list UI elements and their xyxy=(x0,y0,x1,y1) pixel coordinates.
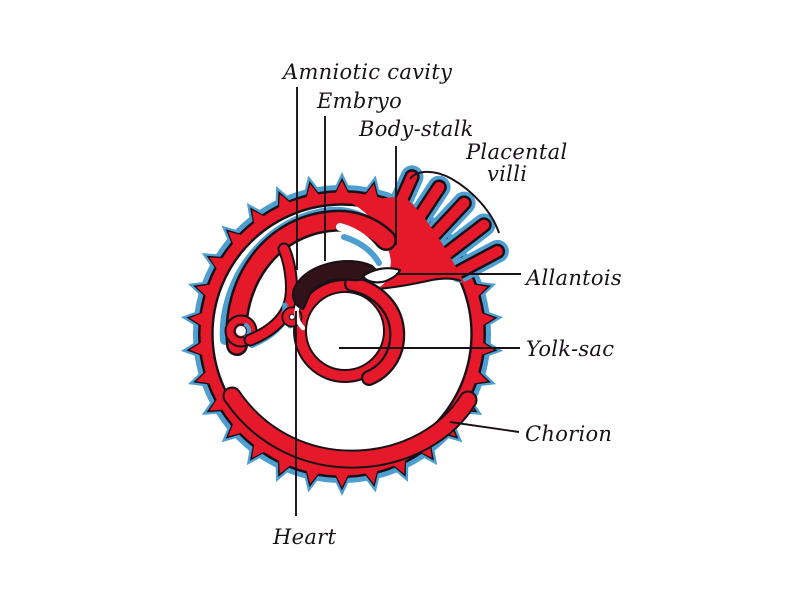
yolk-sac-group xyxy=(293,276,406,386)
yolk-sac-right-thick-wall xyxy=(346,278,403,384)
heart-lumen xyxy=(289,314,295,320)
label-villi: villi xyxy=(487,162,527,186)
label-chorion: Chorion xyxy=(525,422,612,446)
embryo-body xyxy=(291,260,379,311)
label-heart: Heart xyxy=(272,525,336,549)
heart-cleft xyxy=(294,302,306,331)
leader-lines xyxy=(295,87,521,516)
body-stalk-mass xyxy=(349,196,467,289)
label-yolk-sac: Yolk-sac xyxy=(526,337,614,361)
chorion-leader xyxy=(449,421,520,433)
inner-leaf xyxy=(245,244,297,345)
amnion-band xyxy=(227,212,395,354)
labels: Amniotic cavity Embryo Body-stalk Placen… xyxy=(272,60,622,549)
label-amniotic-cavity: Amniotic cavity xyxy=(281,60,453,84)
placental-villus xyxy=(455,246,503,277)
placental-villi-leader xyxy=(409,170,500,234)
label-placental: Placental xyxy=(465,140,567,164)
amnion-curl xyxy=(226,316,256,346)
heart-region xyxy=(281,302,306,331)
amnion xyxy=(219,206,397,356)
amnion-blue-lining-inner xyxy=(341,234,382,266)
label-embryo: Embryo xyxy=(316,89,402,113)
coelom-cleft xyxy=(336,223,383,261)
placental-villus xyxy=(428,197,470,242)
amnion-curl-pocket xyxy=(236,326,246,336)
chorion-bottom-thickening xyxy=(224,388,476,467)
body-stalk-region xyxy=(349,196,467,291)
label-body-stalk: Body-stalk xyxy=(358,117,474,141)
allantois-duct xyxy=(361,267,402,284)
body-stalk-lower-edge xyxy=(375,277,462,291)
placental-villus xyxy=(443,219,490,258)
label-allantois: Allantois xyxy=(524,266,622,290)
yolk-sac-cavity xyxy=(300,286,390,376)
